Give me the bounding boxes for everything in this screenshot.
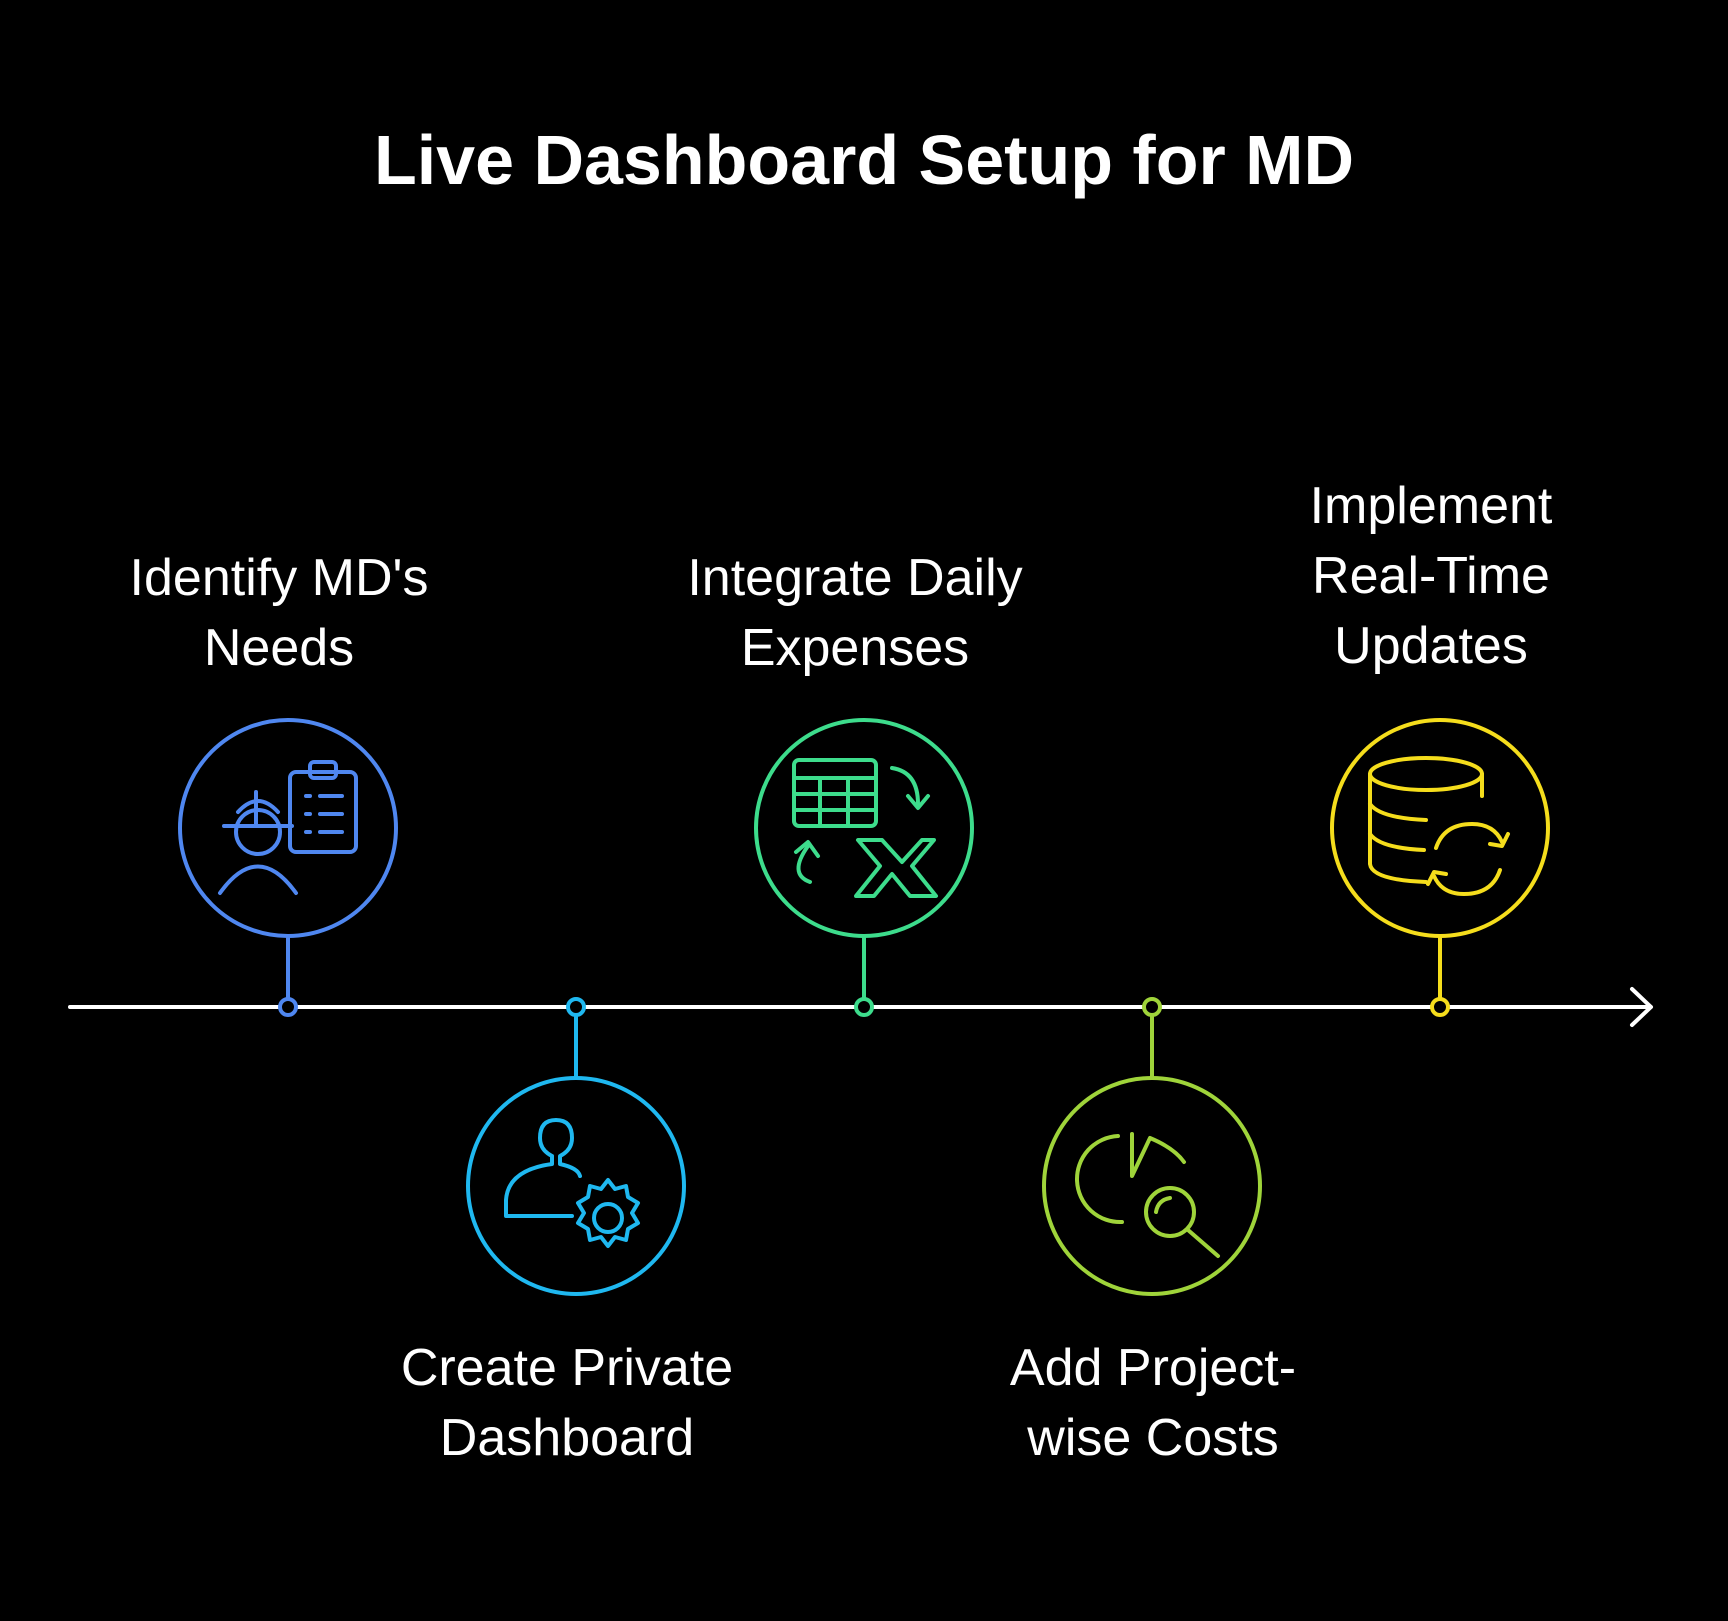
step-2 [466, 997, 686, 1296]
step-5-label: Implement Real-Time Updates [1309, 477, 1553, 675]
pie-chart-search-icon [1074, 1132, 1220, 1258]
step-2-label: Create Private Dashboard [400, 1339, 734, 1467]
step-4 [1042, 997, 1262, 1296]
step-4-dot [1142, 997, 1162, 1017]
step-3-label: Integrate Daily Expenses [687, 549, 1023, 677]
database-sync-icon [1368, 756, 1510, 896]
step-5-dot [1430, 997, 1450, 1017]
worker-clipboard-icon [218, 760, 358, 895]
step-2-dot [566, 997, 586, 1017]
step-5-circle [1330, 718, 1550, 938]
step-5 [1330, 718, 1550, 1017]
timeline-arrowhead [1630, 987, 1653, 1027]
step-2-circle [466, 1076, 686, 1296]
step-3 [754, 718, 974, 1017]
step-3-dot [854, 997, 874, 1017]
page-title: Live Dashboard Setup for MD [373, 121, 1355, 199]
step-1 [178, 718, 398, 1017]
step-1-label: Identify MD's Needs [129, 549, 429, 677]
user-gear-icon [504, 1118, 640, 1248]
step-1-dot [278, 997, 298, 1017]
step-4-label: Add Project- wise Costs [1009, 1339, 1297, 1467]
spreadsheet-excel-icon [792, 758, 938, 898]
